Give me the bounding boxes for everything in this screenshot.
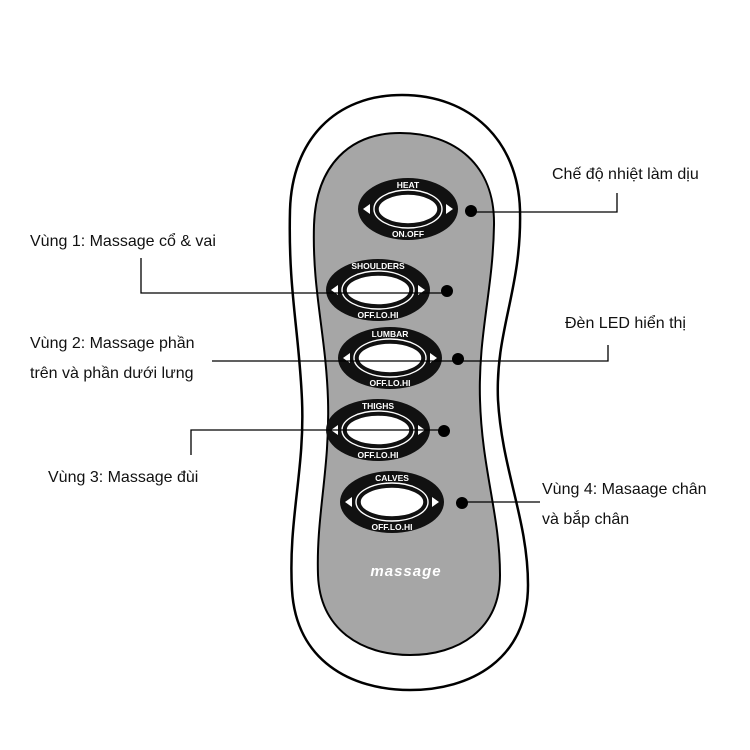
annotation-led: Đèn LED hiển thị: [565, 315, 686, 332]
button-lumbar-face[interactable]: [357, 342, 423, 374]
button-shoulders[interactable]: SHOULDERS OFF.LO.HI: [326, 259, 430, 321]
led-calves-indicator: [456, 497, 468, 509]
leader-line-zone1: [140, 258, 444, 294]
button-calves-face[interactable]: [359, 486, 425, 518]
annotation-zone3: Vùng 3: Massage đùi: [48, 469, 199, 486]
leader-line-zone3: [190, 429, 444, 455]
led-thighs-indicator: [438, 425, 450, 437]
button-calves-top-label: CALVES: [375, 473, 409, 483]
led-heat-indicator: [465, 205, 477, 217]
annotation-heat-mode: Chế độ nhiệt làm dịu: [552, 166, 699, 183]
right-arrow-icon: [446, 204, 453, 214]
button-heat[interactable]: HEAT ON.OFF: [358, 178, 458, 240]
button-thighs-bottom-label: OFF.LO.HI: [357, 450, 398, 460]
button-calves[interactable]: CALVES OFF.LO.HI: [340, 471, 444, 533]
button-calves-bottom-label: OFF.LO.HI: [371, 522, 412, 532]
brand-label: massage: [370, 563, 441, 580]
button-thighs-top-label: THIGHS: [362, 401, 394, 411]
annotation-zone2: Vùng 2: Massage phần trên và phần dưới l…: [30, 335, 195, 382]
button-shoulders-inner-ring: [341, 270, 415, 310]
leader-line-led: [458, 345, 609, 362]
button-heat-bottom-label: ON.OFF: [392, 229, 424, 239]
button-heat-inner-ring: [373, 189, 443, 229]
button-calves-inner-ring: [355, 482, 429, 522]
button-lumbar-bottom-label: OFF.LO.HI: [369, 378, 410, 388]
left-arrow-icon: [345, 497, 352, 507]
button-lumbar-inner-ring: [353, 338, 427, 378]
left-arrow-icon: [363, 204, 370, 214]
button-lumbar[interactable]: LUMBAR OFF.LO.HI: [338, 327, 442, 389]
annotation-zone4: Vùng 4: Masaage chân và bắp chân: [542, 481, 707, 528]
leader-lines: [140, 193, 618, 503]
leader-line-heat: [471, 193, 618, 213]
button-shoulders-face[interactable]: [345, 274, 411, 306]
button-heat-top-label: HEAT: [397, 180, 420, 190]
led-lumbar-indicator: [452, 353, 464, 365]
led-shoulders-indicator: [441, 285, 453, 297]
annotation-zone1: Vùng 1: Massage cổ & vai: [30, 233, 216, 250]
button-group: HEAT ON.OFF SHOULDERS OFF.LO.HI LUMBAR OFF.LO…: [326, 178, 477, 533]
button-shoulders-top-label: SHOULDERS: [351, 261, 405, 271]
button-lumbar-top-label: LUMBAR: [372, 329, 409, 339]
button-heat-face[interactable]: [377, 193, 439, 225]
right-arrow-icon: [432, 497, 439, 507]
button-shoulders-bottom-label: OFF.LO.HI: [357, 310, 398, 320]
